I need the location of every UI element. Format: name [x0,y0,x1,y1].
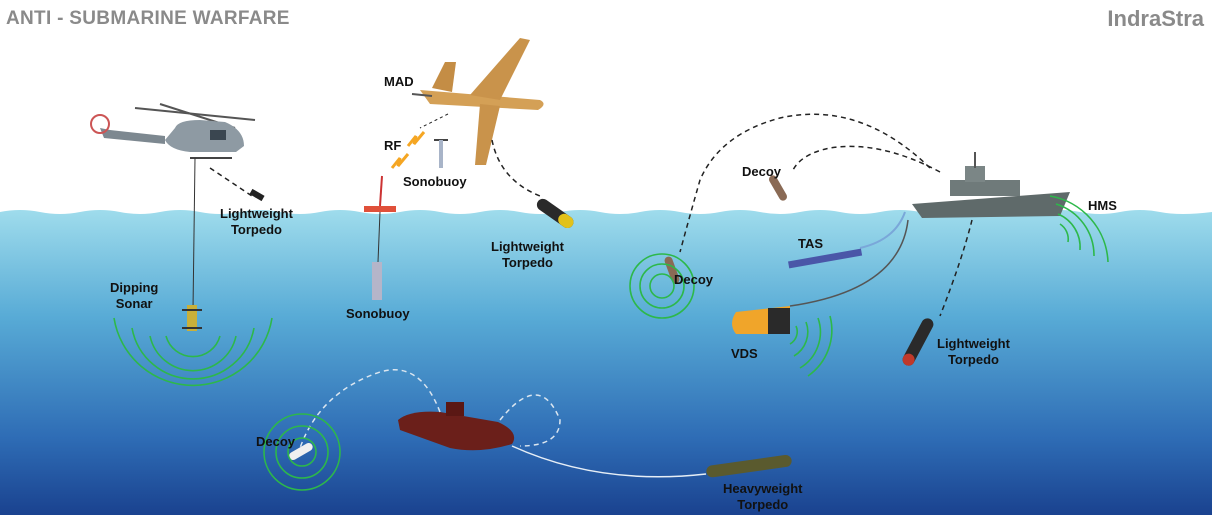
diagram-title: ANTI - SUBMARINE WARFARE [6,8,290,29]
label-mad: MAD [384,74,414,89]
mad-dashed [419,113,449,129]
label-decoy-air: Decoy [742,164,782,179]
decoy-air-path [791,145,941,173]
vds-body [732,306,790,334]
heli-torpedo [249,188,265,202]
decoy-sub [289,443,313,460]
brand-logo-text: IndraStra [1107,6,1204,31]
dipping-sonar [182,305,202,331]
label-dipping-sonar: Dipping Sonar [110,280,159,311]
dipping-sonar-waves [113,317,273,387]
tas-array [788,248,863,269]
vds-waves [789,315,833,377]
decoy-water-path [679,113,931,253]
label-heavyweight-torpedo: Heavyweight Torpedo [723,481,803,512]
decoy-water [664,256,680,284]
ship-torpedo [902,318,934,366]
plane-torpedo [536,198,574,229]
sub-loop-path [499,394,561,447]
sonobuoy-air [434,139,448,168]
decoy-sub-waves [263,413,341,491]
dipping-sonar-cable [192,157,196,311]
rf-signal-icon [390,153,410,169]
label-tas: TAS [798,236,824,251]
sea-surface [0,210,1212,515]
label-decoy-sub: Decoy [256,434,296,449]
plane-torpedo-path [491,139,541,197]
helicopter [90,103,256,159]
label-heli-torpedo: Lightweight Torpedo [220,206,293,237]
label-ship-torpedo: Lightweight Torpedo [937,336,1010,367]
sub-decoy-path [299,369,441,449]
heavyweight-torpedo-wire [511,445,707,478]
rf-signal-icon-2 [406,131,426,147]
heavyweight-torpedo [706,454,792,478]
label-hms: HMS [1088,198,1117,213]
heli-torpedo-path [209,167,256,199]
ship-torpedo-path [939,219,973,317]
label-plane-torpedo: Lightweight Torpedo [491,239,564,270]
decoy-air [769,175,787,201]
label-sonobuoy-water: Sonobuoy [346,306,410,321]
label-rf: RF [384,138,402,153]
decoy-water-waves [629,253,695,319]
patrol-aircraft [411,38,544,165]
label-decoy-water: Decoy [674,272,714,287]
frigate-ship [912,152,1070,218]
label-sonobuoy-air: Sonobuoy [403,174,467,189]
vds-cable [789,219,909,307]
sonobuoy-water [364,175,396,300]
submarine [398,402,515,451]
label-vds: VDS [731,346,758,361]
tas-cable [859,211,906,249]
hms-waves [1049,195,1109,263]
